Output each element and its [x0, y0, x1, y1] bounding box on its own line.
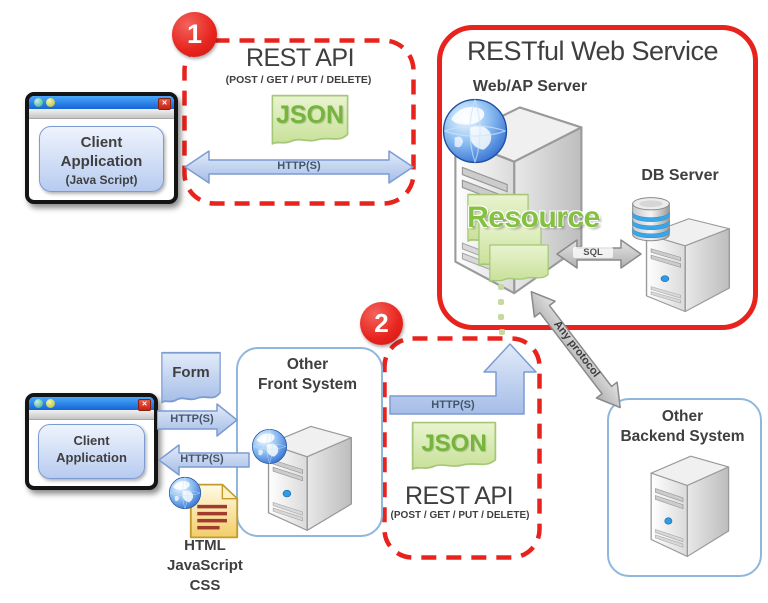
- http-double-arrow: [184, 150, 414, 184]
- client-window-2: ✕ Client Application: [25, 393, 158, 490]
- db-server-label: DB Server: [641, 167, 719, 184]
- client-app-label: Client: [73, 433, 110, 448]
- json-label: JSON: [421, 430, 487, 457]
- window-dot-green-icon: [34, 98, 43, 107]
- backend-system-label: Other: [661, 408, 704, 425]
- globe-icon: [441, 97, 509, 165]
- window-dot-yellow-icon: [46, 399, 55, 408]
- web-stack-label: HTML: [184, 537, 226, 554]
- http-right-arrow: [157, 403, 238, 437]
- rest-api-1-title: REST API: [245, 44, 355, 72]
- dotted-connector: [498, 299, 504, 305]
- step-1-badge: 1: [172, 12, 217, 57]
- client-app-subtitle: (Java Script): [65, 173, 138, 187]
- rest-api-1-methods: (POST / GET / PUT / DELETE): [225, 74, 372, 86]
- client-application-1: Client Application (Java Script): [39, 126, 164, 192]
- json-label: JSON: [275, 101, 345, 129]
- window-menubar: [29, 109, 174, 119]
- client-app-label: Application: [60, 153, 143, 170]
- http-label: HTTP(S): [431, 399, 475, 411]
- backend-system-label: Backend System: [620, 428, 745, 445]
- window-dot-green-icon: [34, 399, 43, 408]
- rest-api-2-title: REST API: [404, 482, 514, 510]
- dotted-connector: [498, 314, 504, 320]
- client-app-label: Application: [56, 450, 127, 465]
- globe-icon: [168, 476, 202, 510]
- http-label: HTTP(S): [180, 453, 224, 465]
- step-2-badge: 2: [360, 302, 403, 345]
- restful-service-box: [437, 25, 758, 330]
- rest-api-2-methods: (POST / GET / PUT / DELETE): [390, 510, 530, 521]
- window-titlebar: ✕: [29, 96, 174, 110]
- dotted-connector: [498, 284, 504, 290]
- window-titlebar: ✕: [29, 397, 154, 411]
- front-system-label: Other: [286, 356, 329, 373]
- http-label: HTTP(S): [277, 160, 321, 172]
- rest-api-1-dashed-box: [182, 38, 416, 206]
- sql-label: SQL: [573, 247, 613, 258]
- client-window-1: ✕ Client Application (Java Script): [25, 92, 178, 204]
- globe-icon: [251, 428, 288, 465]
- service-title: RESTful Web Service: [466, 36, 719, 66]
- close-icon[interactable]: ✕: [158, 97, 171, 110]
- front-system-label: Front System: [257, 376, 358, 393]
- resource-label: Resource: [467, 201, 600, 234]
- window-menubar: [29, 410, 154, 420]
- backend-system-server-icon: [646, 450, 732, 558]
- http-label: HTTP(S): [170, 413, 214, 425]
- client-app-label: Client: [80, 134, 123, 151]
- window-dot-yellow-icon: [46, 98, 55, 107]
- web-stack-label: JavaScript: [167, 557, 243, 574]
- form-label: Form: [172, 364, 210, 381]
- close-icon[interactable]: ✕: [138, 398, 151, 411]
- client-application-2: Client Application: [38, 424, 145, 479]
- web-ap-server-label: Web/AP Server: [472, 78, 588, 95]
- dotted-connector: [499, 329, 505, 335]
- web-stack-label: CSS: [189, 577, 221, 594]
- http-elbow-arrow: [389, 343, 537, 415]
- any-protocol-arrow: Any protocol: [518, 281, 633, 418]
- http-left-arrow: [158, 444, 250, 476]
